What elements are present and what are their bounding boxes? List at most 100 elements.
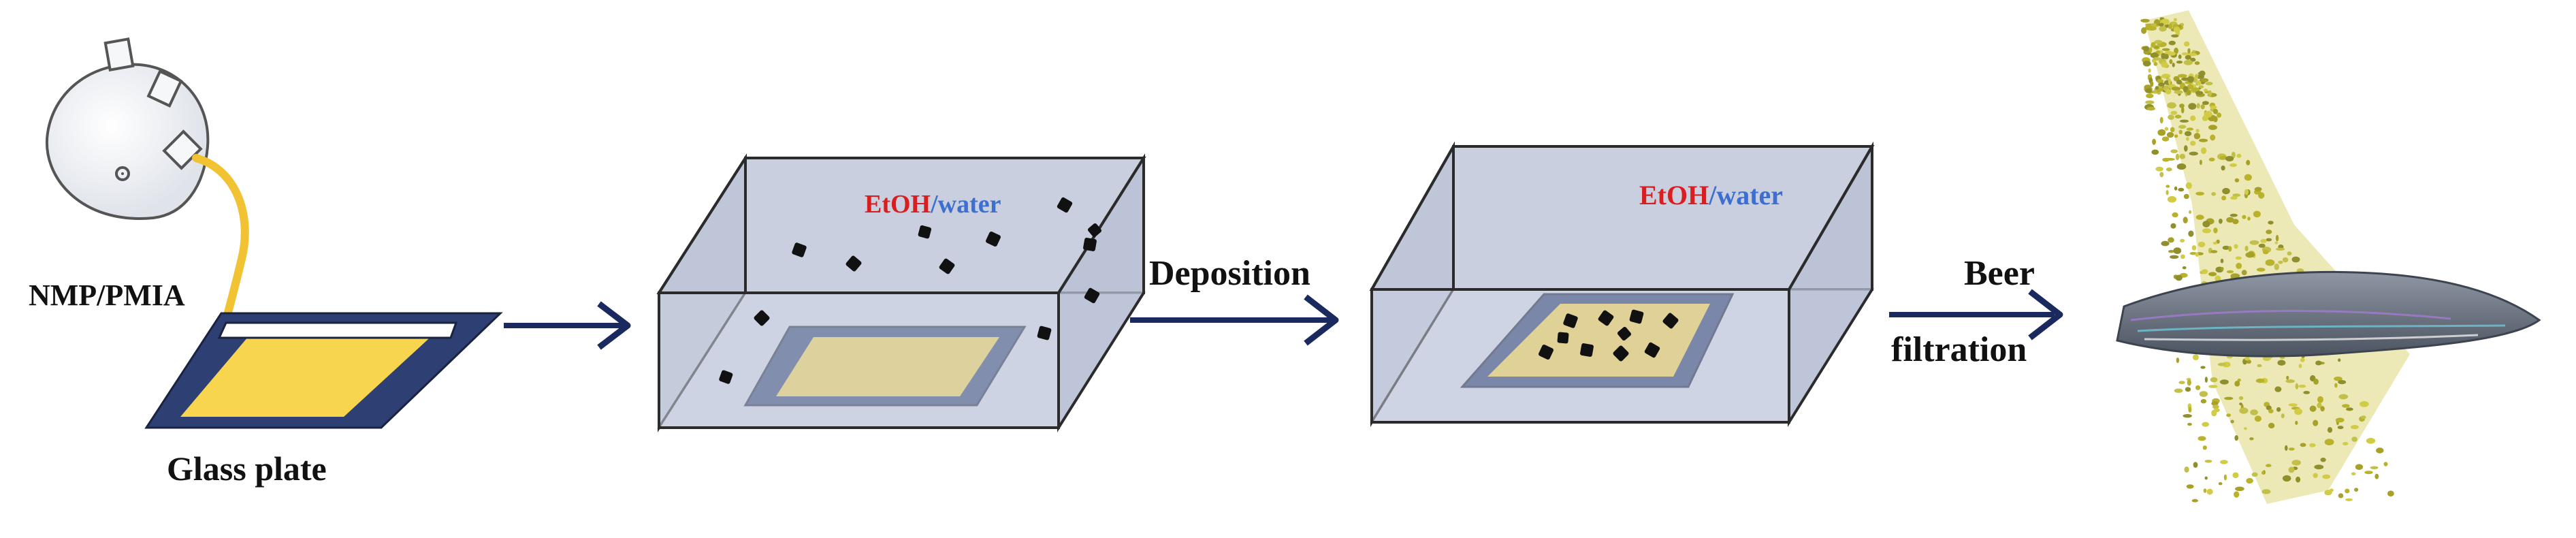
fiber-speck <box>2150 81 2154 87</box>
fiber-speck <box>2172 63 2175 67</box>
fiber-speck <box>2167 195 2177 203</box>
fiber-speck <box>2313 379 2319 385</box>
fiber-speck <box>2166 76 2170 80</box>
fiber-speck <box>2195 91 2204 95</box>
fiber-speck <box>2192 354 2199 360</box>
fiber-speck <box>2265 259 2275 266</box>
fiber-speck <box>2195 252 2199 257</box>
fiber-speck <box>2194 61 2200 65</box>
fiber-speck <box>2188 103 2197 110</box>
fiber-speck <box>2230 195 2238 200</box>
fiber-speck <box>2220 258 2224 264</box>
fiber-speck <box>2189 210 2192 214</box>
fiber-speck <box>2171 34 2179 38</box>
fiber-speck <box>2188 230 2194 237</box>
fiber-speck <box>2195 129 2200 133</box>
fiber-speck <box>2324 439 2334 445</box>
fiber-speck <box>2288 447 2295 451</box>
fiber-speck <box>2208 125 2217 130</box>
fiber-speck <box>2274 386 2282 392</box>
fiber-speck <box>2244 174 2252 181</box>
fiber-speck <box>2200 78 2209 82</box>
fiber-speck <box>2183 60 2193 65</box>
fiber-speck <box>2235 256 2242 260</box>
black-particle-icon <box>719 197 1102 384</box>
fiber-speck <box>2268 221 2274 225</box>
fiber-speck <box>2202 422 2209 427</box>
fiber-speck <box>2232 472 2239 479</box>
fiber-speck <box>2155 50 2161 54</box>
fiber-speck <box>2291 256 2300 263</box>
bath-2-solvent-label: EtOH/water <box>1639 180 1783 210</box>
fiber-speck <box>2245 252 2255 258</box>
fiber-speck <box>2179 153 2186 159</box>
fiber-speck <box>2186 127 2194 131</box>
bath-1-etoh: EtOH <box>865 190 931 219</box>
fiber-speck <box>2168 114 2174 120</box>
fiber-speck <box>2231 151 2236 159</box>
fiber-speck <box>2187 422 2192 426</box>
fiber-speck <box>2176 61 2183 64</box>
fiber-speck <box>2193 462 2198 468</box>
fiber-speck <box>2173 18 2177 22</box>
fiber-speck <box>2174 90 2183 94</box>
fiber-speck <box>2320 458 2326 462</box>
fiber-speck <box>2247 217 2251 221</box>
fiber-speck <box>2141 27 2147 34</box>
fiber-speck <box>2217 112 2222 118</box>
fiber-speck <box>2188 407 2192 413</box>
fiber-speck <box>2184 466 2189 473</box>
fiber-speck <box>2222 245 2230 250</box>
fiber-speck <box>2342 404 2350 408</box>
fiber-speck <box>2266 405 2272 411</box>
fiber-speck <box>2370 466 2379 470</box>
right-arrow-icon <box>1889 289 2063 341</box>
fiber-speck <box>2212 108 2219 114</box>
fiber-speck <box>2244 357 2250 361</box>
fiber-speck <box>2296 476 2301 483</box>
fiber-speck <box>2274 264 2279 270</box>
fiber-speck <box>2212 241 2218 245</box>
fiber-speck <box>2148 47 2153 54</box>
black-particle-icon <box>1539 309 1679 362</box>
fiber-speck <box>2181 52 2189 56</box>
fiber-speck <box>2195 74 2199 78</box>
fiber-speck <box>2234 178 2240 183</box>
bath-1-water: /water <box>930 190 1001 219</box>
fiber-speck <box>2254 415 2261 422</box>
fiber-speck <box>2334 383 2338 388</box>
fiber-speck <box>2309 443 2316 447</box>
fiber-speck <box>2234 491 2240 498</box>
fiber-speck <box>2229 213 2238 217</box>
fiber-speck <box>2167 102 2176 109</box>
fiber-speck <box>2175 274 2183 281</box>
fiber-speck <box>2191 499 2198 503</box>
fiber-speck <box>2350 425 2359 430</box>
fiber-speck <box>2191 87 2200 93</box>
fiber-speck <box>2165 89 2172 95</box>
fiber-speck <box>2338 394 2349 400</box>
fiber-speck <box>2277 360 2286 366</box>
fiber-speck <box>2170 149 2178 153</box>
fiber-speck <box>2241 270 2247 276</box>
fiber-speck <box>2258 243 2266 248</box>
fiber-speck <box>2287 251 2292 256</box>
fiber-speck <box>2204 476 2208 480</box>
fiber-speck <box>2178 381 2185 385</box>
fiber-speck <box>2351 437 2357 442</box>
fiber-speck <box>2282 475 2291 482</box>
fiber-speck <box>2315 360 2322 366</box>
fiber-speck <box>2170 223 2176 229</box>
fiber-speck <box>2202 221 2210 227</box>
fiber-speck <box>2222 187 2230 195</box>
fiber-speck <box>2288 466 2295 473</box>
fiber-speck <box>2204 377 2208 383</box>
fiber-speck <box>2266 230 2272 234</box>
fiber-speck <box>2195 385 2201 390</box>
fiber-speck <box>2234 381 2240 387</box>
fiber-speck <box>2300 443 2306 447</box>
fiber-speck <box>2183 41 2190 47</box>
fiber-speck <box>2291 460 2301 466</box>
